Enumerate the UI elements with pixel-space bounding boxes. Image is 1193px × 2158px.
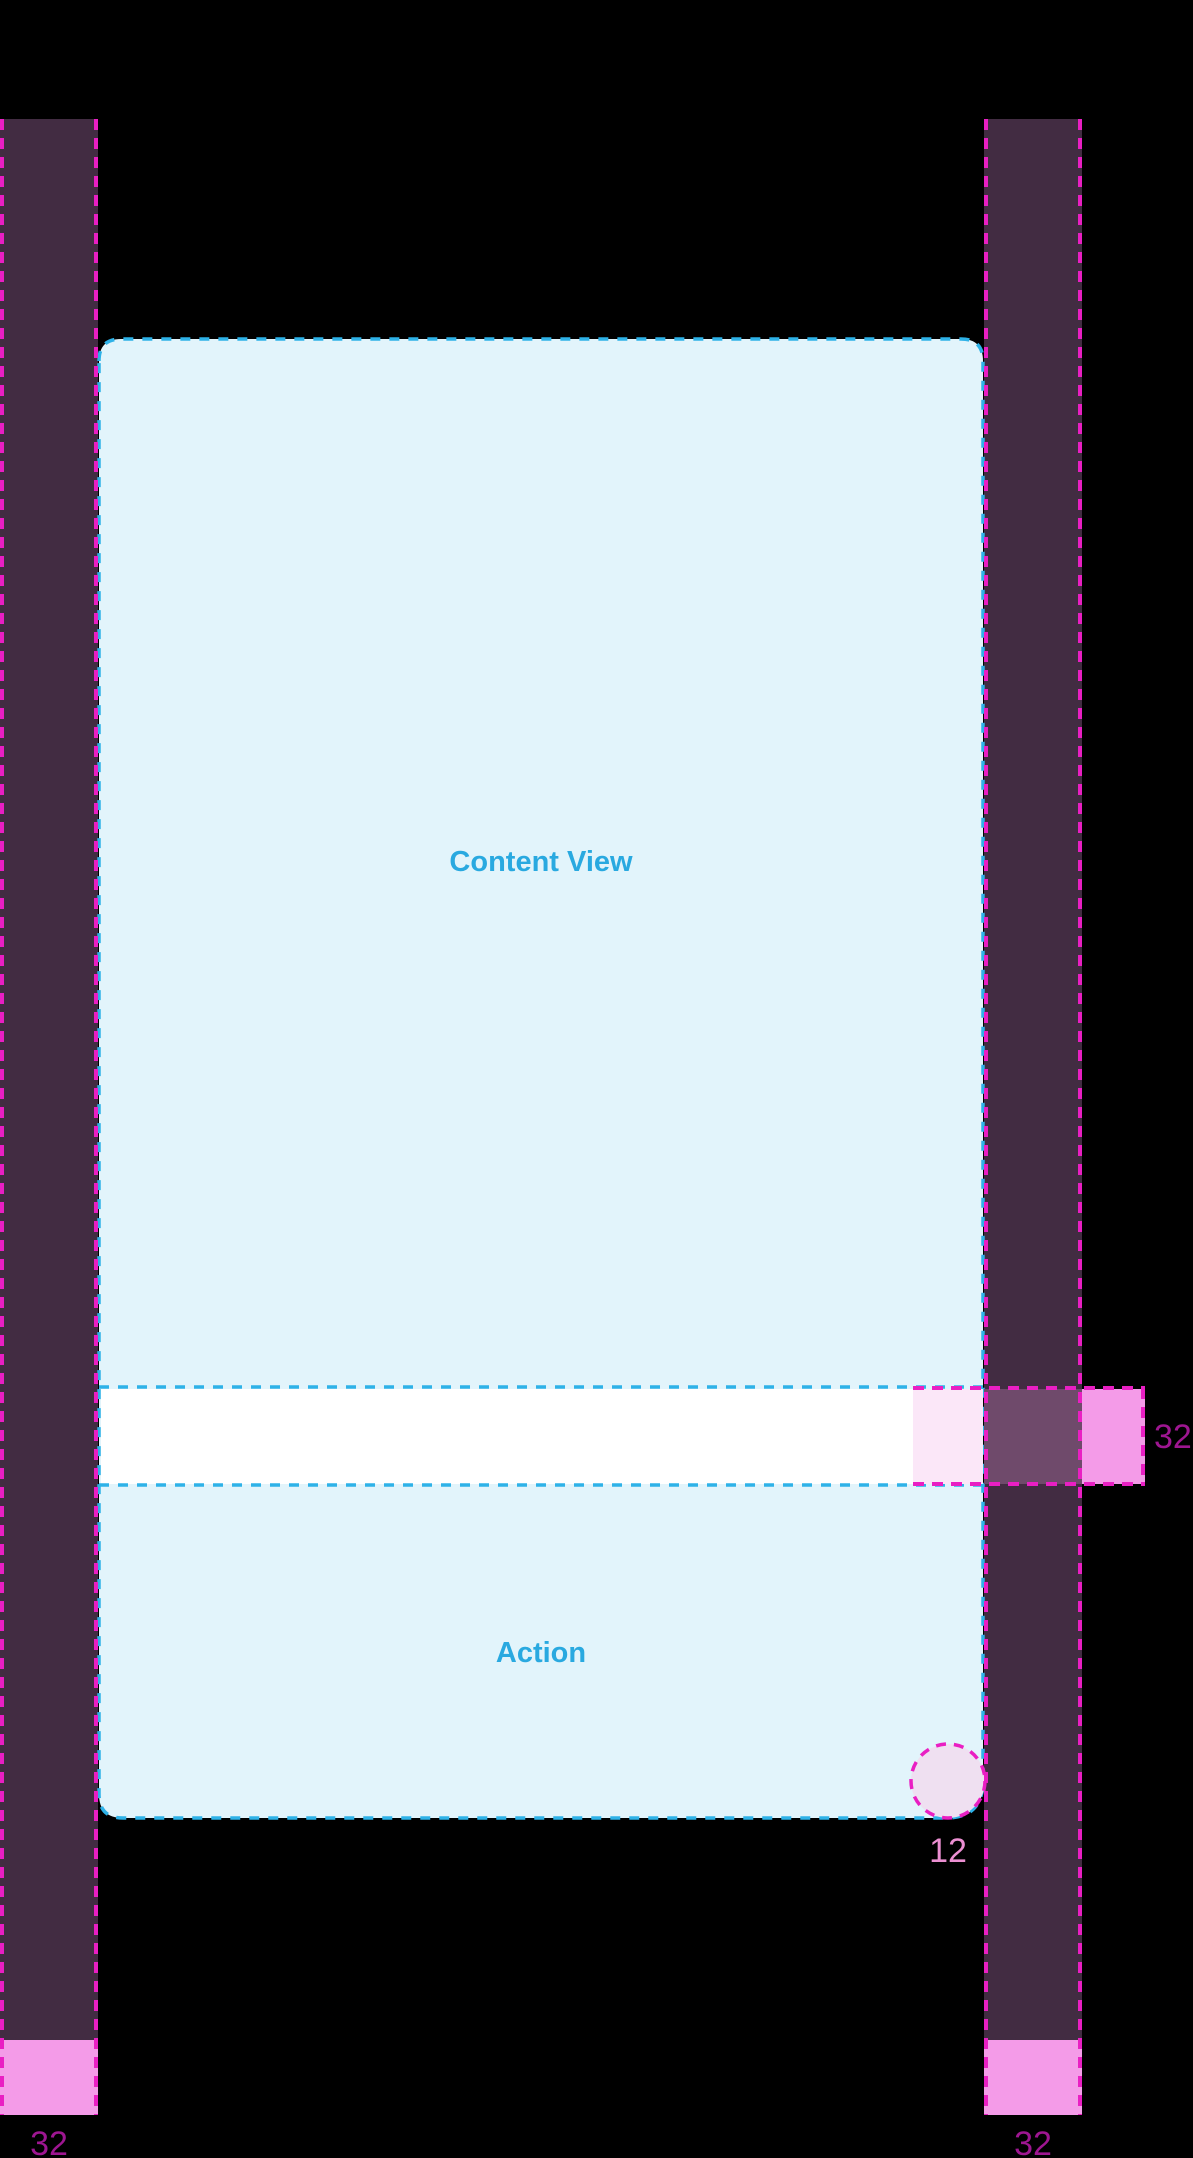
- action-label: Action: [495, 1637, 587, 1669]
- gap-measure-value: 32: [1154, 1418, 1192, 1456]
- content-action-gap-band: [101, 1389, 981, 1484]
- gap-measure-overlay-on-bar: [984, 1389, 1082, 1484]
- content-view-label: Content View: [449, 846, 633, 878]
- gap-measure-overlay-on-white: [913, 1389, 983, 1484]
- right-margin-value: 32: [1014, 2125, 1052, 2158]
- left-margin-bar: [0, 119, 98, 2115]
- sheet-outline: [97, 337, 985, 1820]
- right-margin-width-chip: [984, 2040, 1082, 2115]
- corner-radius-value: 12: [929, 1832, 967, 1870]
- left-margin-value: 32: [30, 2125, 68, 2158]
- right-margin-bar: [984, 119, 1082, 2115]
- corner-radius-circle: [909, 1742, 987, 1820]
- left-margin-width-chip: [0, 2040, 98, 2115]
- gap-measure-overlay-solid: [1082, 1389, 1145, 1484]
